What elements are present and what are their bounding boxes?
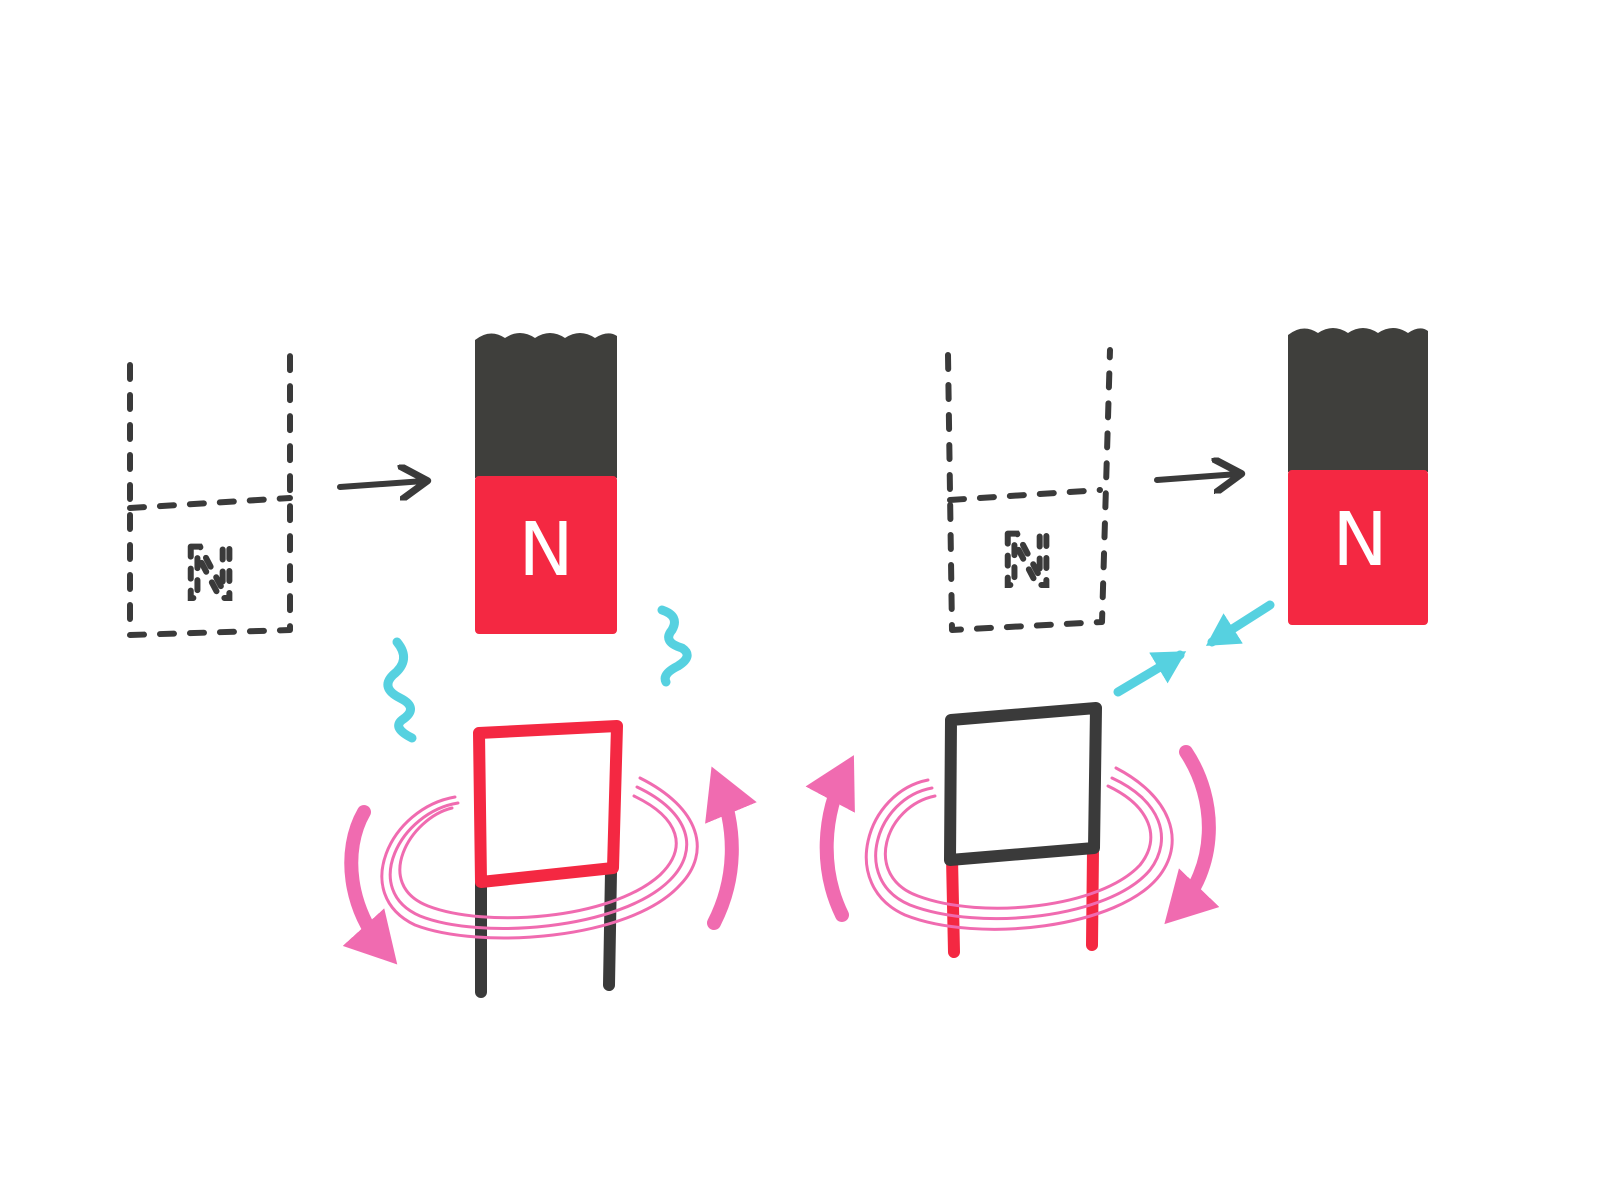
ghost-magnet-label: N [1001, 520, 1053, 602]
right-arrow-icon [1154, 474, 1238, 480]
curved-arrow-icon [342, 805, 398, 965]
ghost-magnet: N [127, 352, 293, 638]
coil-lead-right [1086, 844, 1099, 951]
bar-magnet: N [475, 333, 617, 634]
panel-attract: N N [805, 328, 1428, 958]
ghost-magnet: N [945, 347, 1113, 633]
panel-repel: N N [127, 333, 757, 998]
magnet-south-half [475, 333, 617, 478]
coil-loop [944, 702, 1102, 866]
curved-arrow-icon [805, 755, 855, 922]
magnet-north-label: N [518, 507, 573, 593]
coil-loop [473, 720, 623, 888]
magnet-north-half [1288, 470, 1428, 625]
right-arrow-icon [337, 481, 424, 487]
squiggle-icon [383, 605, 692, 743]
coil-lead-right [603, 866, 617, 991]
coil [944, 702, 1102, 958]
curved-arrow-icon [705, 766, 757, 930]
ghost-magnet-label: N [184, 533, 236, 615]
magnet-north-half [475, 476, 617, 634]
magnet-north-label: N [1332, 497, 1387, 583]
magnet-south-half [1288, 328, 1428, 472]
coil [473, 720, 623, 998]
curved-arrow-icon [1164, 745, 1220, 925]
field-lines [864, 766, 1174, 931]
converging-arrows-icon [1113, 600, 1275, 697]
bar-magnet: N [1288, 328, 1428, 625]
field-lines [380, 776, 699, 940]
